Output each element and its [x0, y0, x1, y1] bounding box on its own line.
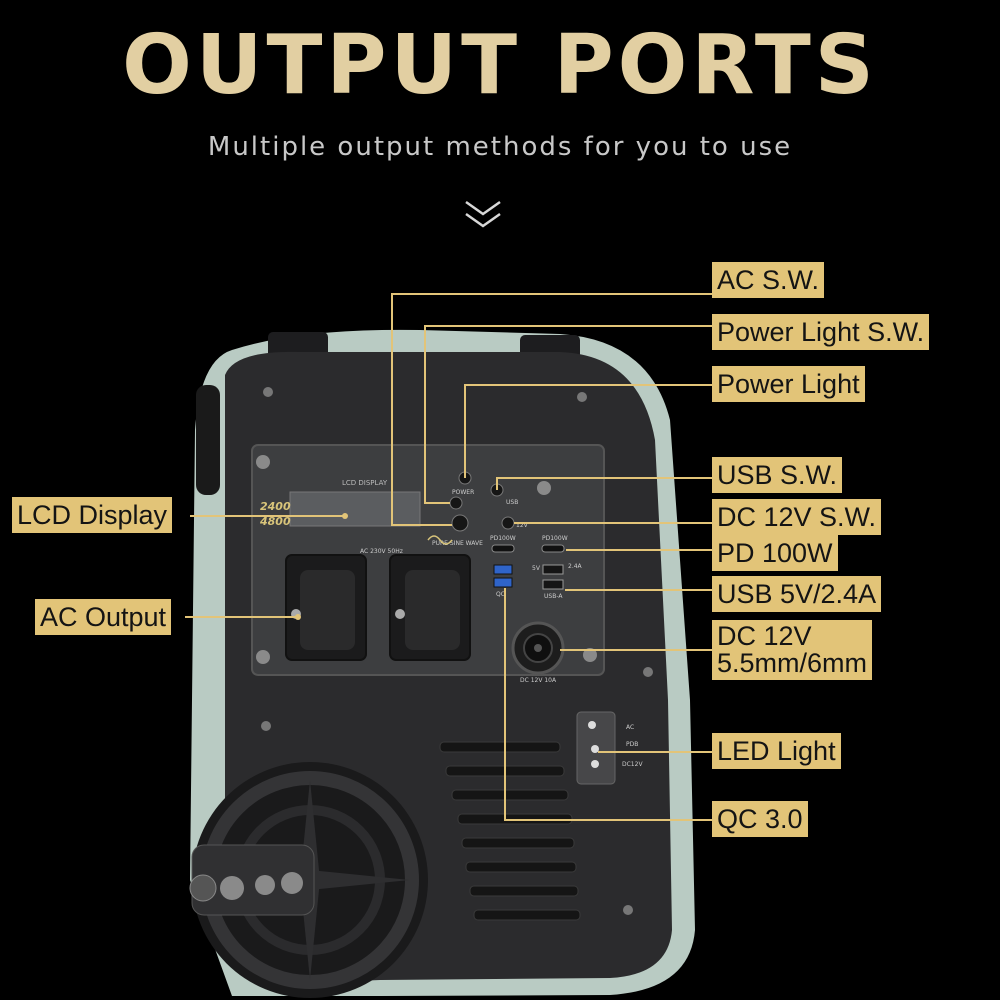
leader-power-light-sw [424, 325, 712, 504]
usb-a-caption: USB-A [544, 593, 563, 600]
callout-qc30: QC 3.0 [712, 801, 808, 837]
callout-dc12v: DC 12V 5.5mm/6mm [712, 620, 873, 680]
ac-rating-caption: AC 230V 50Hz [360, 548, 403, 555]
led-ac-caption: AC [626, 724, 634, 731]
usb-a-port-2 [542, 579, 564, 590]
leader-usb-sw [496, 477, 712, 490]
ac-switch [451, 514, 469, 532]
callout-dc12v-sw: DC 12V S.W. [712, 499, 882, 535]
page-subtitle: Multiple output methods for you to use [207, 132, 793, 162]
led-dc [591, 760, 599, 768]
ac-socket-right [389, 554, 471, 661]
usb-c-port-left [491, 544, 515, 553]
power-caption: POWER [452, 489, 474, 496]
leader-ac-sw [391, 293, 712, 526]
engine-control-cluster [191, 844, 315, 916]
callout-pd100w: PD 100W [712, 535, 838, 571]
qc-port-1 [493, 564, 513, 575]
lcd-caption: LCD DISPLAY [342, 479, 388, 487]
sine-wave-caption: PURE SINE WAVE [432, 540, 483, 547]
callout-power-light: Power Light [712, 366, 865, 402]
usb-a-port-1 [542, 564, 564, 575]
led-pd [591, 745, 599, 753]
dc-caption: 12V [516, 522, 529, 529]
ac-socket-left [285, 554, 367, 661]
led-dc-caption: DC12V [622, 761, 643, 768]
qc-port-2 [493, 577, 513, 588]
lcd-screen [289, 491, 421, 527]
usb-caption: USB [506, 499, 518, 506]
qc-caption: QC [496, 591, 505, 598]
page-title: OUTPUT PORTS [122, 18, 878, 113]
leader-qc30 [504, 588, 712, 821]
leader-lines [185, 293, 712, 821]
left-handle [268, 332, 328, 358]
callout-led-light: LED Light [712, 733, 841, 769]
leader-power-light [464, 384, 712, 478]
rating-bottom: 4800 [259, 515, 291, 528]
usb-24a-caption: 2.4A [568, 563, 583, 570]
pd-left-caption: PD100W [490, 535, 516, 542]
callout-ac-output: AC Output [35, 599, 172, 635]
callout-power-light-sw: Power Light S.W. [712, 314, 930, 350]
callout-usb-5v: USB 5V/2.4A [712, 576, 882, 612]
callout-ac-sw: AC S.W. [712, 262, 825, 298]
callout-dc12v-line1: DC 12V [717, 621, 812, 651]
callout-lcd-display: LCD Display [12, 497, 173, 533]
dc-switch [501, 516, 515, 530]
callout-usb-sw: USB S.W. [712, 457, 843, 493]
pd-right-caption: PD100W [542, 535, 568, 542]
power-light-switch [449, 496, 463, 510]
dc-port-caption: DC 12V 10A [520, 677, 557, 684]
rating-top: 2400 [260, 500, 291, 513]
vent-slats [439, 741, 581, 921]
usb-c-port-right [541, 544, 565, 553]
chevron-down-icon [465, 200, 501, 228]
callout-dc12v-line2: 5.5mm/6mm [717, 648, 868, 678]
led-pd-caption: PDB [626, 741, 638, 748]
led-ac [588, 721, 596, 729]
usb-5v-caption: 5V [532, 565, 541, 572]
side-knob [196, 385, 220, 495]
